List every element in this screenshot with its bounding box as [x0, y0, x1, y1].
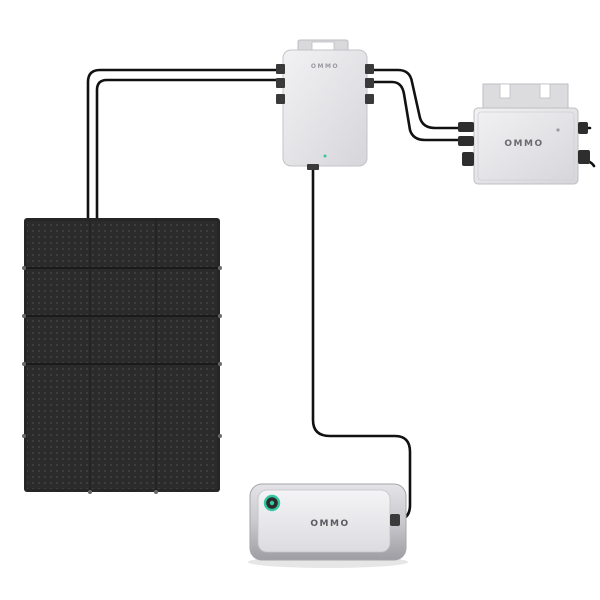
inverter-cable-lower — [360, 80, 464, 142]
controller-brand-label: OMMO — [311, 63, 339, 70]
controller-box-icon: OMMO — [276, 39, 374, 170]
inverter-cable-upper — [360, 68, 464, 130]
inverter-brand-label: OMMO — [504, 139, 543, 149]
battery-brand-label: OMMO — [310, 519, 349, 529]
panel-cable-inner — [95, 78, 282, 222]
panel-cable-outer — [86, 68, 282, 222]
battery-cable — [311, 164, 412, 522]
micro-inverter-icon: OMMO — [458, 83, 590, 185]
battery-pack-icon: OMMO — [248, 483, 408, 568]
solar-panel-icon — [22, 218, 222, 494]
